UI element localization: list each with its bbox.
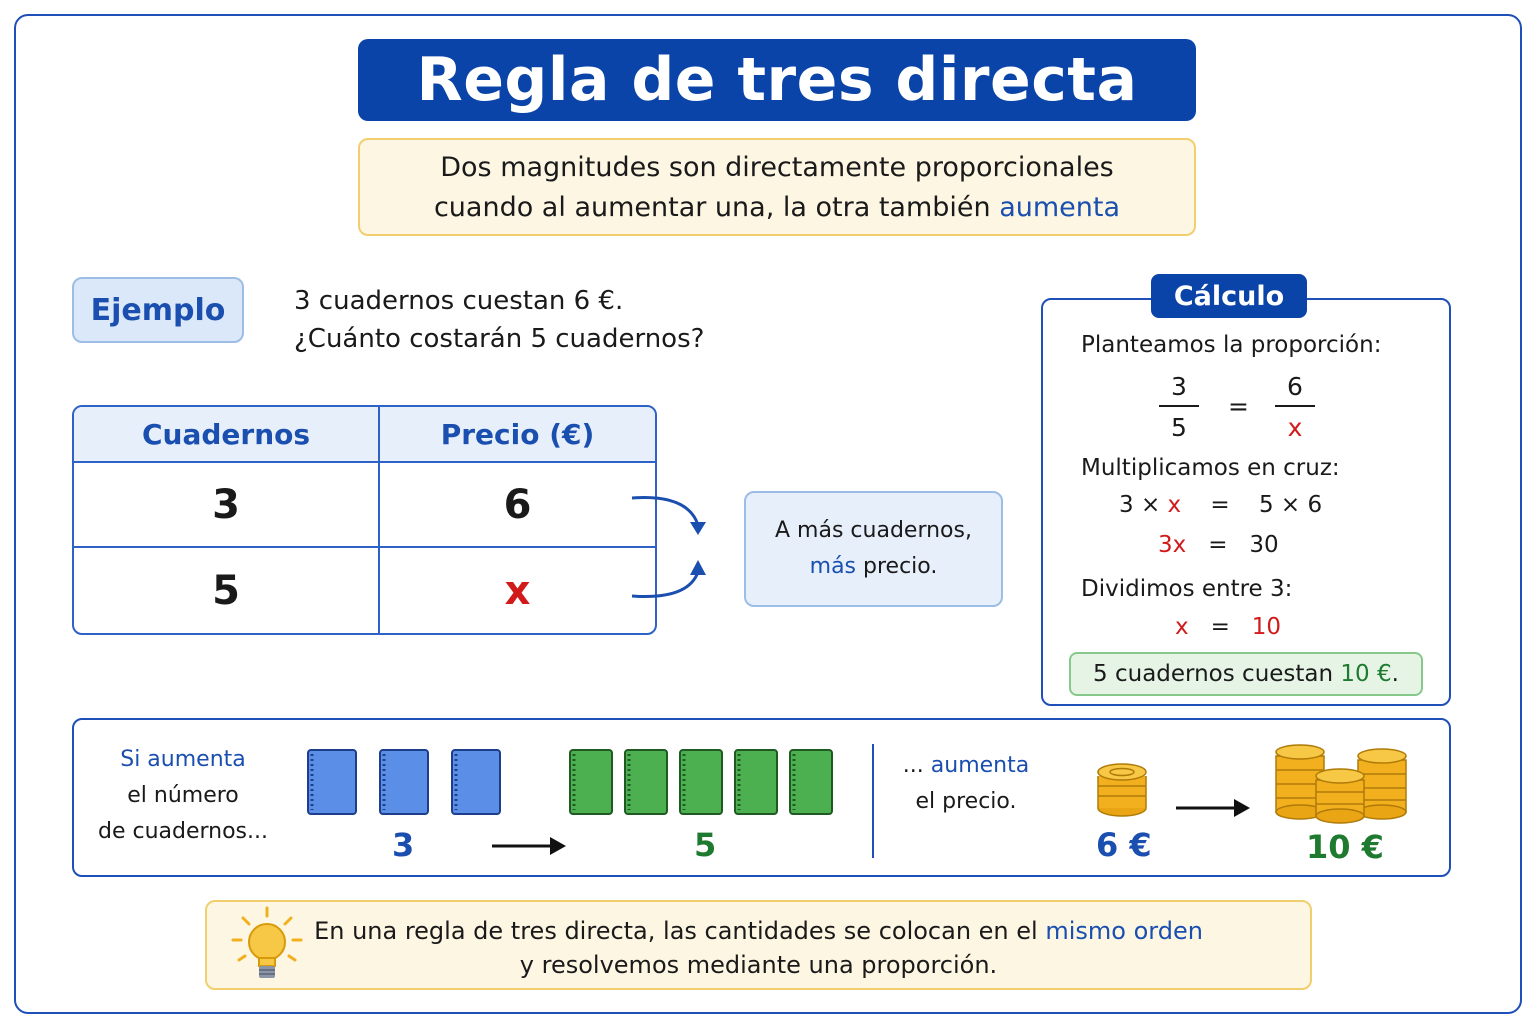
price-from: 6 € <box>1096 826 1152 864</box>
lightbulb-icon <box>231 906 303 978</box>
proportion-arrows-icon <box>631 496 706 598</box>
solution-equation: x = 10 <box>1175 614 1281 640</box>
green-notebook-icon <box>569 749 613 815</box>
cross-x: x <box>1167 492 1182 518</box>
price-caption-line-2: el precio. <box>915 789 1017 814</box>
definition-highlight: aumenta <box>999 192 1121 223</box>
problem-line-1: 3 cuadernos cuestan 6 €. <box>294 286 624 316</box>
fraction-left-num: 3 <box>1159 372 1199 407</box>
cross-c: 6 <box>1307 492 1323 518</box>
green-notebook-icon <box>679 749 723 815</box>
simplified-lhs: 3x <box>1158 532 1187 558</box>
blue-notebook-icon <box>307 749 357 815</box>
cross-b: 5 <box>1258 492 1274 518</box>
calc-step-3: Dividimos entre 3: <box>1081 576 1293 602</box>
definition-line-2: cuando al aumentar una, la otra también … <box>360 188 1194 228</box>
price-caption-line-1: ... aumenta <box>886 748 1046 784</box>
tip-box: En una regla de tres directa, las cantid… <box>205 900 1312 990</box>
result-box: 5 cuadernos cuestan 10 €. <box>1069 652 1423 696</box>
visual-summary: Si aumenta el número de cuadernos... <box>72 718 1451 877</box>
cross-equals: = <box>1210 492 1230 518</box>
page-title: Regla de tres directa <box>358 39 1196 121</box>
tip-text: En una regla de tres directa, las cantid… <box>314 917 1046 945</box>
tip-highlight: mismo orden <box>1045 917 1203 945</box>
green-notebook-icon <box>624 749 668 815</box>
tip-line-1: En una regla de tres directa, las cantid… <box>207 914 1310 948</box>
caption-line-3: de cuadernos... <box>97 819 269 844</box>
price-caption: ... aumenta el precio. <box>886 748 1046 820</box>
green-notebook-icon <box>789 749 833 815</box>
calc-step-1: Planteamos la proporción: <box>1081 332 1382 358</box>
table-cell: 6 <box>380 463 655 548</box>
relation-highlight: más <box>809 554 857 579</box>
cross-a: 3 <box>1119 492 1134 518</box>
arrow-right-icon <box>492 837 566 855</box>
table-cell: 3 <box>74 463 380 548</box>
fraction-equals: = <box>1228 392 1249 421</box>
relation-line-2: más precio. <box>746 549 1001 585</box>
notebook-caption: Si aumenta el número de cuadernos... <box>88 742 278 850</box>
simplified-equation: 3x = 30 <box>1158 532 1279 558</box>
blue-notebook-icon <box>379 749 429 815</box>
price-to: 10 € <box>1306 828 1384 866</box>
calculation-tag: Cálculo <box>1151 274 1307 318</box>
fraction-right: 6 x <box>1275 372 1315 442</box>
table-row: 5 x <box>74 548 655 633</box>
calc-step-2: Multiplicamos en cruz: <box>1081 455 1340 481</box>
definition-line-1: Dos magnitudes son directamente proporci… <box>440 152 1114 183</box>
coin-stack-large-icon <box>1275 744 1407 824</box>
fraction-left-den: 5 <box>1171 413 1187 442</box>
tip-line-2: y resolvemos mediante una proporción. <box>519 951 998 979</box>
green-notebook-icon <box>734 749 778 815</box>
problem-statement: 3 cuadernos cuestan 6 €. ¿Cuánto costará… <box>294 282 704 358</box>
relation-line-1: A más cuadernos, <box>775 518 972 543</box>
solution-rhs: 10 <box>1251 614 1282 640</box>
example-badge: Ejemplo <box>72 277 244 343</box>
notebooks-illustration <box>307 749 833 815</box>
table-header-precio: Precio (€) <box>380 407 655 463</box>
blue-notebook-icon <box>451 749 501 815</box>
fraction-right-den: x <box>1287 413 1303 442</box>
result-text: 5 cuadernos cuestan <box>1093 661 1334 687</box>
relation-text: precio. <box>856 554 938 579</box>
definition-text: cuando al aumentar una, la otra también <box>433 192 1000 223</box>
cross-multiplication: 3 × x = 5 × 6 <box>1119 492 1322 518</box>
table-cell: 5 <box>74 548 380 633</box>
arrow-right-icon <box>1176 799 1250 817</box>
result-value: 10 € <box>1340 661 1392 687</box>
caption-line-2: el número <box>127 783 239 808</box>
fraction-right-num: 6 <box>1275 372 1315 407</box>
proportion-table: Cuadernos Precio (€) 3 6 5 x <box>72 405 657 635</box>
calculation-panel: Planteamos la proporción: 3 5 = 6 x Mult… <box>1041 298 1451 706</box>
fraction-left: 3 5 <box>1159 372 1199 442</box>
divider <box>872 744 874 858</box>
solution-lhs: x <box>1175 614 1189 640</box>
count-from: 3 <box>392 826 415 864</box>
table-row: 3 6 <box>74 463 655 548</box>
simplified-equals: = <box>1208 532 1228 558</box>
result-suffix: . <box>1391 661 1399 687</box>
count-to: 5 <box>694 826 717 864</box>
price-caption-highlight: aumenta <box>930 753 1030 778</box>
times-sign: × <box>1280 492 1301 518</box>
problem-line-2: ¿Cuánto costarán 5 cuadernos? <box>294 324 705 354</box>
solution-equals: = <box>1210 614 1230 640</box>
price-caption-prefix: ... <box>902 753 931 778</box>
coin-stack-small-icon <box>1097 763 1147 817</box>
relation-box: A más cuadernos, más precio. <box>744 491 1003 607</box>
table-cell-unknown: x <box>504 567 531 614</box>
times-sign: × <box>1140 492 1161 518</box>
simplified-rhs: 30 <box>1249 532 1279 558</box>
definition-box: Dos magnitudes son directamente proporci… <box>358 138 1196 236</box>
page-frame <box>14 14 1522 1014</box>
caption-highlight: Si aumenta <box>120 747 246 772</box>
table-header-cuadernos: Cuadernos <box>74 407 380 463</box>
